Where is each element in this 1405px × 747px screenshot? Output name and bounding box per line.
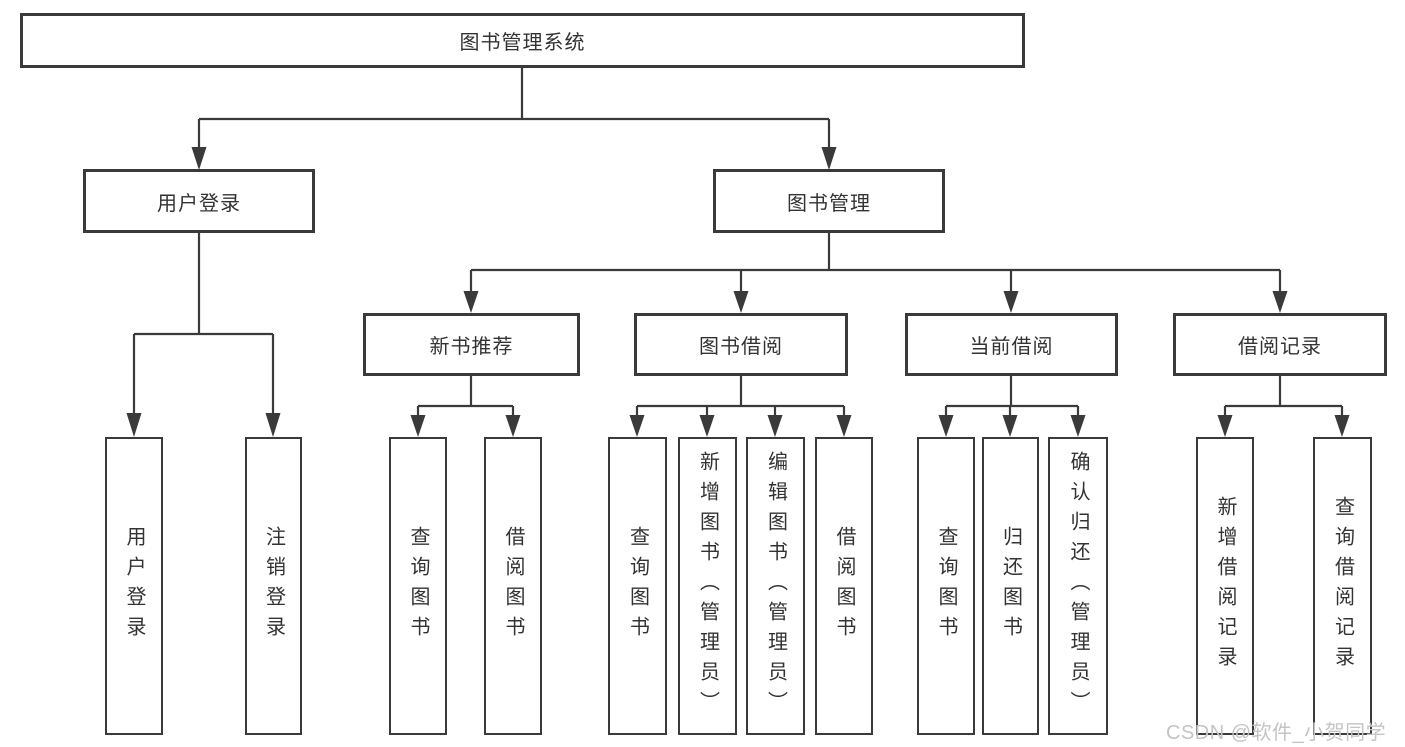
node-leaf-borrow-books-1: 借阅图书 <box>484 437 542 735</box>
node-leaf-return-books: 归还图书 <box>982 437 1039 735</box>
node-leaf-query-books-1: 查询图书 <box>389 437 447 735</box>
node-new-book-recommend: 新书推荐 <box>363 313 580 376</box>
node-label: 查询借阅记录 <box>1331 496 1354 676</box>
node-label: 编辑图书（管理员） <box>764 451 787 721</box>
node-label: 借阅图书 <box>502 526 524 646</box>
node-label: 新书推荐 <box>429 336 514 358</box>
node-label: 查询图书 <box>407 526 429 646</box>
node-borrow-records: 借阅记录 <box>1173 313 1387 376</box>
node-leaf-query-books-3: 查询图书 <box>917 437 975 735</box>
node-root-system: 图书管理系统 <box>20 13 1025 68</box>
connector-new-book-recommend-children <box>410 376 521 437</box>
node-label: 借阅图书 <box>833 526 855 646</box>
connector-book-management-children <box>463 233 1288 313</box>
node-current-borrow: 当前借阅 <box>905 313 1118 376</box>
node-leaf-confirm-return-admin: 确认归还（管理员） <box>1048 437 1108 735</box>
node-leaf-query-borrow-record: 查询借阅记录 <box>1313 437 1372 735</box>
node-label: 图书管理系统 <box>459 32 586 54</box>
node-leaf-query-books-2: 查询图书 <box>608 437 667 735</box>
node-book-management: 图书管理 <box>713 169 945 233</box>
node-label: 借阅记录 <box>1238 336 1322 358</box>
csdn-watermark: CSDN @软件_小贺同学 <box>1166 722 1387 744</box>
node-user-login: 用户登录 <box>83 169 315 233</box>
connector-current-borrow-children <box>938 376 1086 437</box>
node-label: 当前借阅 <box>969 336 1054 358</box>
node-label: 新增借阅记录 <box>1214 496 1236 676</box>
node-label: 用户登录 <box>123 526 145 646</box>
node-label: 确认归还（管理员） <box>1067 451 1089 721</box>
node-label: 用户登录 <box>157 192 241 215</box>
connector-borrow-records-children <box>1217 376 1350 437</box>
connector-book-borrow-children <box>629 376 852 437</box>
node-label: 新增图书（管理员） <box>696 451 719 721</box>
connector-root-to-level2 <box>191 68 837 170</box>
node-label: 图书管理 <box>787 192 871 215</box>
node-leaf-edit-books-admin: 编辑图书（管理员） <box>746 437 805 735</box>
node-leaf-logout: 注销登录 <box>245 437 302 735</box>
node-label: 注销登录 <box>262 526 285 646</box>
node-label: 查询图书 <box>935 526 957 646</box>
node-leaf-user-login: 用户登录 <box>105 437 163 735</box>
node-label: 图书借阅 <box>699 336 783 358</box>
node-label: 查询图书 <box>626 526 649 646</box>
node-book-borrow: 图书借阅 <box>634 313 848 376</box>
node-label: 归还图书 <box>999 526 1022 646</box>
node-leaf-borrow-books-2: 借阅图书 <box>815 437 873 735</box>
node-leaf-add-books-admin: 新增图书（管理员） <box>678 437 737 735</box>
node-leaf-add-borrow-record: 新增借阅记录 <box>1196 437 1254 735</box>
connector-user-login-children <box>126 233 281 437</box>
